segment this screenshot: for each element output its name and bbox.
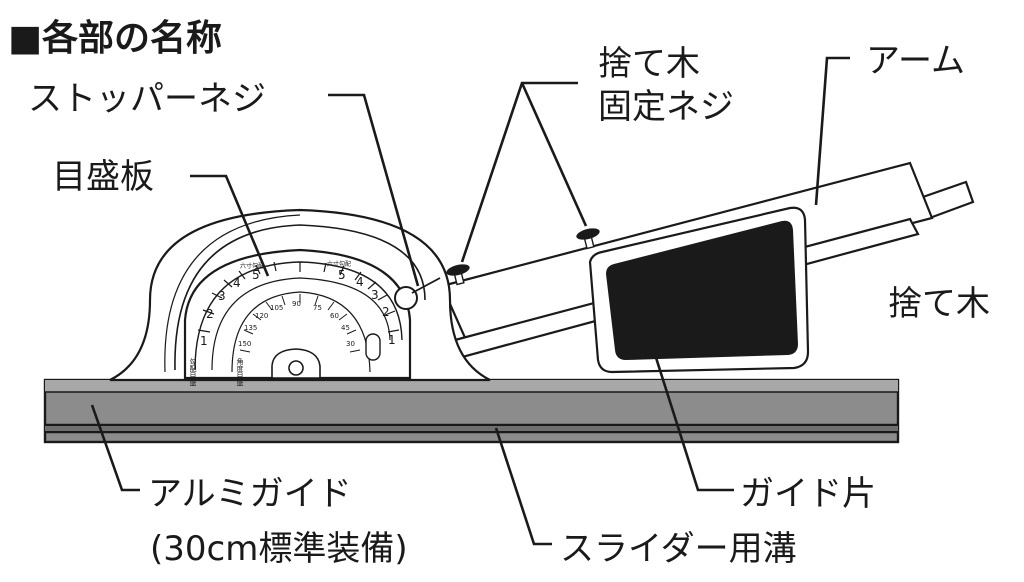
aluminum-guide-rail	[43, 378, 900, 444]
scale-caption: 六寸勾配	[240, 262, 264, 270]
label-guide-piece: ガイド片	[740, 474, 876, 514]
scale-number: 2	[206, 307, 214, 321]
scale-number: 2	[382, 305, 390, 319]
labels: ストッパーネジ 目盛板 捨て木 固定ネジ アーム 捨て木 ガイド片 アルミガイド…	[28, 41, 990, 569]
slope-scale-caption: 勾配目盛	[189, 357, 197, 386]
angle-number: 60	[330, 312, 339, 320]
stopper-screw[interactable]	[394, 277, 441, 310]
scale-number: 3	[371, 288, 379, 302]
scale-number: 5	[338, 268, 346, 282]
angle-number: 150	[238, 340, 251, 348]
scale-number: 4	[356, 275, 364, 289]
label-aluminum-guide-line2: (30cm標準装備)	[150, 529, 408, 569]
fence-fixing-screw-left[interactable]	[445, 262, 471, 286]
label-stopper-screw: ストッパーネジ	[28, 79, 266, 119]
scale-number: 4	[233, 276, 241, 290]
angle-number: 45	[341, 324, 350, 332]
angle-number: 30	[346, 340, 355, 348]
diagram-title: ■各部の名称	[8, 18, 222, 59]
label-scale-plate: 目盛板	[52, 157, 154, 197]
scale-caption: 六寸勾配	[327, 260, 351, 268]
scale-number: 1	[200, 334, 208, 348]
label-fence-wood: 捨て木	[888, 284, 990, 324]
label-fence-screw-line1: 捨て木	[598, 44, 700, 84]
angle-number: 120	[255, 312, 268, 320]
fence-fixing-screw-right[interactable]	[575, 226, 601, 250]
scale-number: 5	[252, 268, 260, 282]
angle-number: 135	[244, 324, 257, 332]
angle-number: 105	[270, 304, 283, 312]
label-slider-groove: スライダー用溝	[560, 529, 797, 569]
angle-number: 90	[292, 300, 301, 308]
label-aluminum-guide-line1: アルミガイド	[148, 474, 352, 514]
leader-lines	[90, 56, 850, 546]
angle-scale-caption: 角度目盛	[236, 357, 244, 386]
angle-number: 75	[313, 304, 322, 312]
label-fence-screw-line2: 固定ネジ	[598, 87, 734, 127]
label-arm: アーム	[866, 41, 965, 81]
scale-plate: 1 2 3 4 5 5 4 3 2 1 六寸勾配 六寸勾配	[183, 248, 412, 386]
scale-number: 3	[218, 289, 226, 303]
fence-wood	[606, 220, 798, 360]
scale-number: 1	[388, 333, 396, 347]
